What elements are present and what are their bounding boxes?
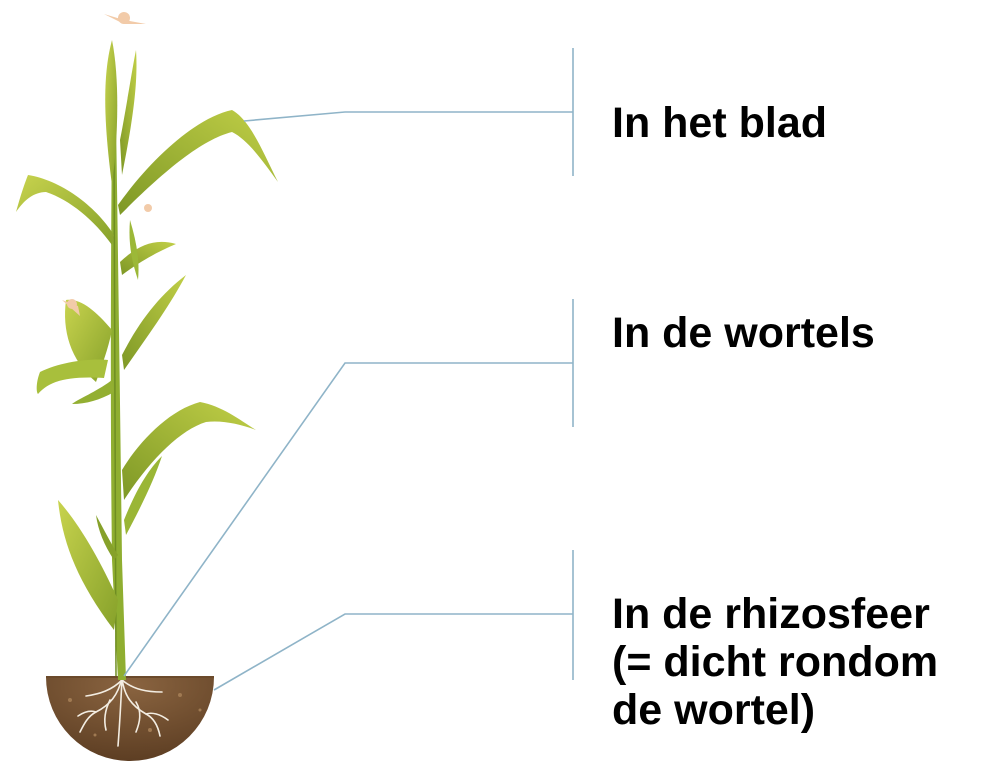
leader-roots bbox=[123, 299, 574, 677]
label-leaf-text: In het blad bbox=[612, 99, 827, 147]
label-in-het-blad: In het blad bbox=[612, 99, 827, 147]
label-in-de-wortels: In de wortels bbox=[612, 309, 875, 357]
label-rhizo-line-1: In de rhizosfeer bbox=[612, 590, 930, 638]
leader-lines bbox=[123, 48, 574, 691]
label-roots-text: In de wortels bbox=[612, 309, 875, 357]
plant-stem bbox=[110, 120, 126, 680]
leader-leaf bbox=[243, 48, 574, 176]
soil-pot bbox=[46, 676, 214, 761]
roots bbox=[77, 677, 169, 747]
label-rhizo-line-2: (= dicht rondom bbox=[612, 638, 939, 686]
tassels bbox=[62, 12, 152, 316]
label-rhizo-line-3: de wortel) bbox=[612, 686, 816, 734]
label-in-de-rhizosfeer: In de rhizosfeer (= dicht rondom de wort… bbox=[612, 590, 938, 734]
plant-leaves bbox=[16, 40, 278, 630]
leader-rhizosphere bbox=[213, 550, 574, 691]
